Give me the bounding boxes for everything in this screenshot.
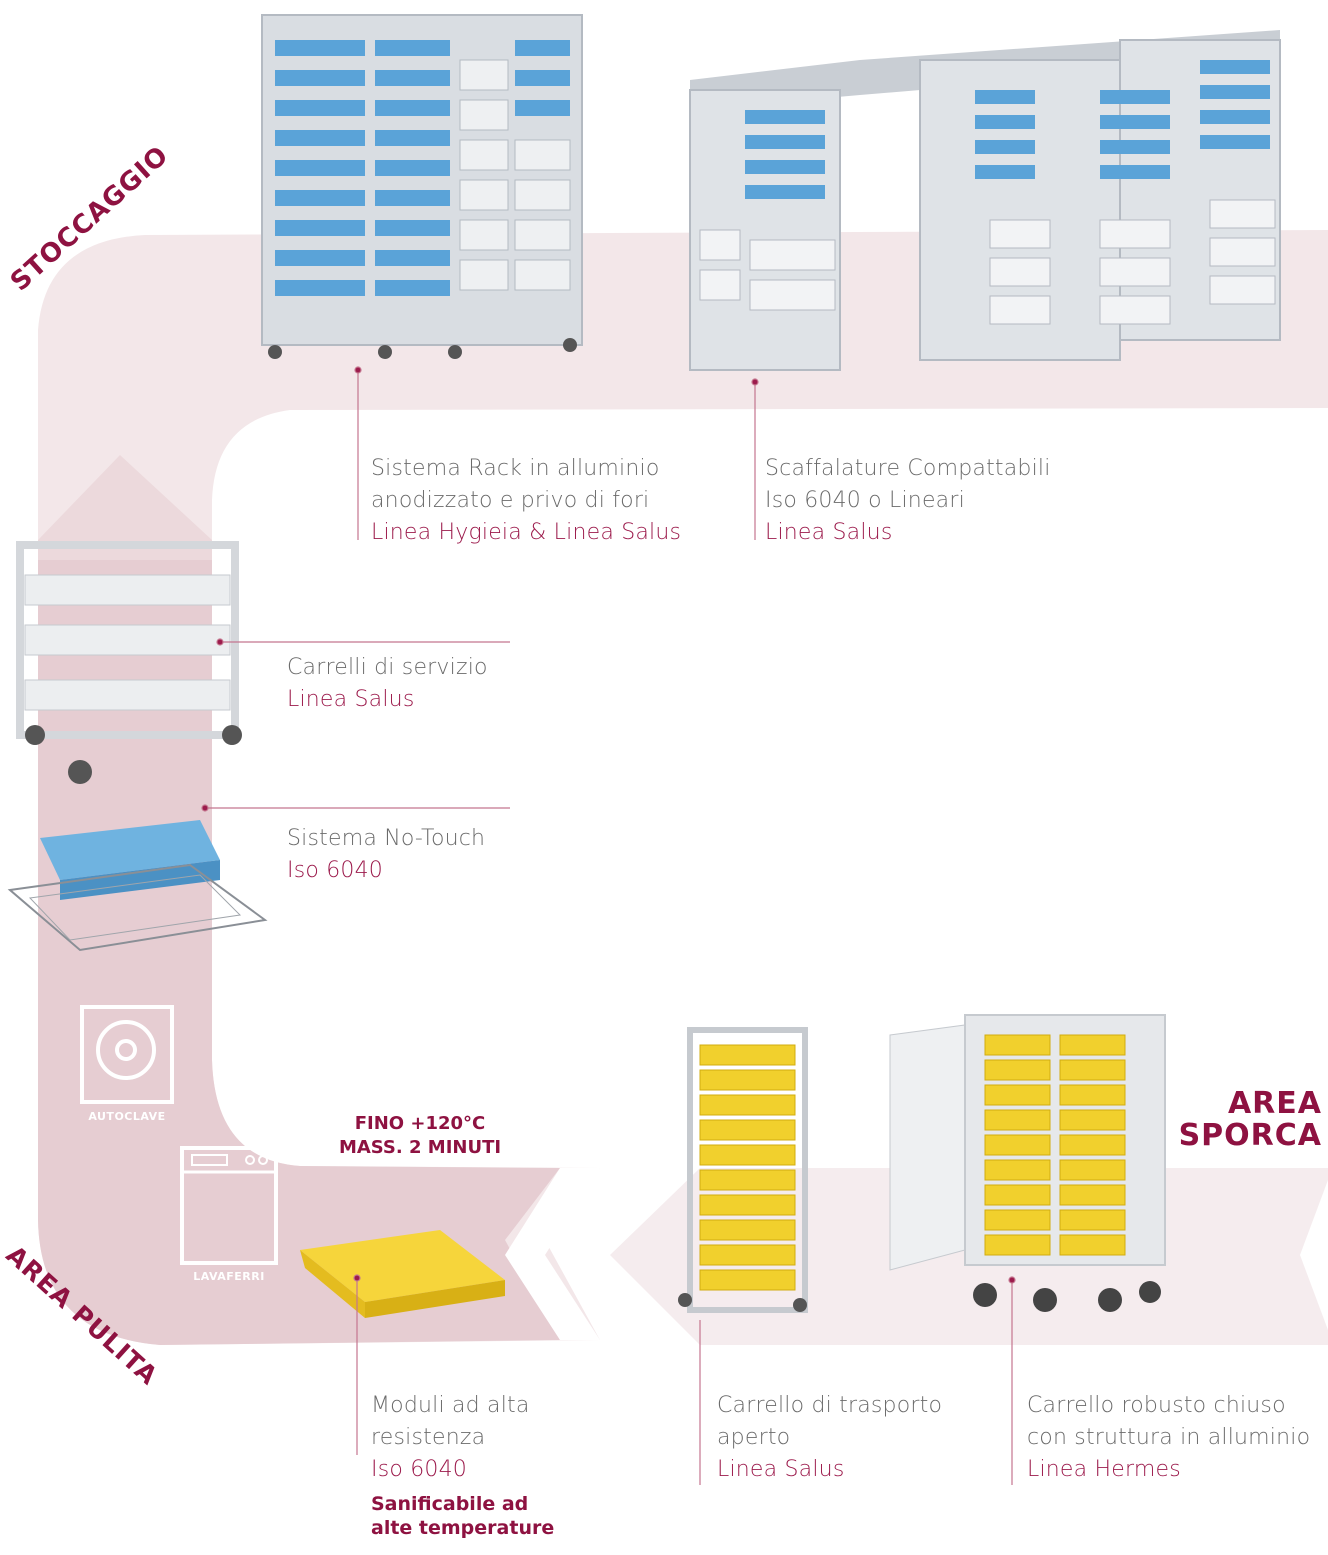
caption-modules-line2: resistenza xyxy=(371,1425,486,1450)
washer-icon xyxy=(180,1146,278,1265)
caption-shelving-line2: Iso 6040 o Lineari xyxy=(765,488,965,513)
caption-shelving-link[interactable]: Linea Salus xyxy=(765,520,893,545)
caption-notouch-line1: Sistema No-Touch xyxy=(287,826,486,851)
autoclave-label: AUTOCLAVE xyxy=(88,1110,166,1123)
rack-illustration xyxy=(261,14,583,359)
temperature-note: FINO +120°C MASS. 2 MINUTI xyxy=(310,1112,530,1160)
service-cart-illustration xyxy=(16,541,242,784)
caption-modules-link[interactable]: Iso 6040 xyxy=(371,1457,467,1482)
caption-rack: Sistema Rack in alluminio anodizzato e p… xyxy=(371,453,681,549)
incoming-arrow-tip xyxy=(1300,1180,1328,1330)
shelving-illustration xyxy=(689,30,1281,371)
caption-closed-cart-link[interactable]: Linea Hermes xyxy=(1027,1457,1181,1482)
chevron-separator xyxy=(505,1168,600,1340)
temperature-note-line2: MASS. 2 MINUTI xyxy=(338,1137,502,1158)
autoclave-icon xyxy=(80,1005,174,1104)
zone-label-dirty-line1: AREA xyxy=(1227,1086,1322,1121)
clean-area-band xyxy=(38,560,560,1345)
caption-transport-cart-link[interactable]: Linea Salus xyxy=(717,1457,845,1482)
caption-closed-cart-line1: Carrello robusto chiuso xyxy=(1027,1393,1286,1418)
caption-closed-cart-line2: con struttura in alluminio xyxy=(1027,1425,1311,1450)
caption-service-cart-link[interactable]: Linea Salus xyxy=(287,687,415,712)
caption-transport-cart: Carrello di trasporto aperto Linea Salus xyxy=(717,1390,942,1486)
washer-label: LAVAFERRI xyxy=(193,1270,265,1283)
caption-rack-line1: Sistema Rack in alluminio xyxy=(371,456,660,481)
tray-illustration xyxy=(300,1230,505,1318)
leader-lines xyxy=(201,366,1016,1485)
temperature-note-line1: FINO +120°C xyxy=(354,1113,486,1134)
up-arrow xyxy=(38,455,212,560)
sanitize-note-line2: alte temperature xyxy=(371,1517,555,1539)
caption-modules-line1: Moduli ad alta xyxy=(371,1393,530,1418)
caption-service-cart: Carrelli di servizio Linea Salus xyxy=(287,652,488,716)
caption-notouch: Sistema No-Touch Iso 6040 xyxy=(287,823,485,887)
caption-closed-cart: Carrello robusto chiuso con struttura in… xyxy=(1027,1390,1310,1486)
notouch-illustration xyxy=(7,820,268,952)
sanitize-note-line1: Sanificabile ad xyxy=(371,1493,529,1515)
caption-shelving: Scaffalature Compattabili Iso 6040 o Lin… xyxy=(765,453,1051,549)
caption-rack-link[interactable]: Linea Hygieia & Linea Salus xyxy=(371,520,682,545)
caption-rack-line2: anodizzato e privo di fori xyxy=(371,488,650,513)
caption-modules: Moduli ad alta resistenza Iso 6040 xyxy=(371,1390,530,1486)
zone-label-dirty-line2: SPORCA xyxy=(1178,1118,1322,1153)
sanitize-note: Sanificabile ad alte temperature xyxy=(371,1492,554,1540)
caption-service-cart-line1: Carrelli di servizio xyxy=(287,655,488,680)
caption-transport-cart-line2: aperto xyxy=(717,1425,791,1450)
caption-transport-cart-line1: Carrello di trasporto xyxy=(717,1393,943,1418)
zone-label-dirty: AREA SPORCA xyxy=(1179,1088,1322,1152)
caption-shelving-line1: Scaffalature Compattabili xyxy=(765,456,1051,481)
closed-cart-illustration xyxy=(889,1014,1166,1312)
transport-cart-illustration xyxy=(678,1027,808,1313)
caption-notouch-link[interactable]: Iso 6040 xyxy=(287,858,383,883)
